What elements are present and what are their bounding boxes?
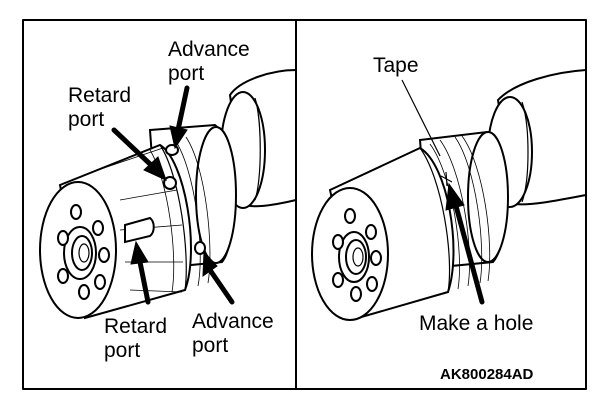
tape-leader-line <box>401 79 441 157</box>
advance-port-bottom-hole <box>194 241 206 255</box>
label-retard-bottom-line1: Retard <box>104 315 167 338</box>
outer-frame <box>22 19 587 390</box>
label-advance-bottom-line1: Advance <box>192 310 274 333</box>
label-retard-bottom-line2: port <box>104 339 140 362</box>
label-retard-top-line2: port <box>68 108 104 131</box>
retard-port-top-hole <box>163 176 177 190</box>
label-retard-top-line1: Retard <box>68 84 131 107</box>
arrow-retard-top <box>111 127 167 181</box>
label-advance-bottom-line2: port <box>192 334 228 357</box>
arrow-advance-top <box>169 85 190 150</box>
label-tape: Tape <box>373 54 419 77</box>
hole-mark <box>440 171 453 187</box>
retard-port-slot <box>124 216 155 244</box>
arrow-make-hole <box>445 182 485 305</box>
label-advance-top-line2: port <box>168 62 204 85</box>
left-camshaft-illustration <box>39 68 297 320</box>
label-advance-top-line1: Advance <box>168 38 250 61</box>
arrow-retard-bottom <box>130 240 151 305</box>
label-make-hole: Make a hole <box>419 312 533 335</box>
figure-code: AK800284AD <box>440 366 534 383</box>
right-camshaft-illustration <box>311 68 587 321</box>
arrow-advance-bottom <box>202 250 235 305</box>
